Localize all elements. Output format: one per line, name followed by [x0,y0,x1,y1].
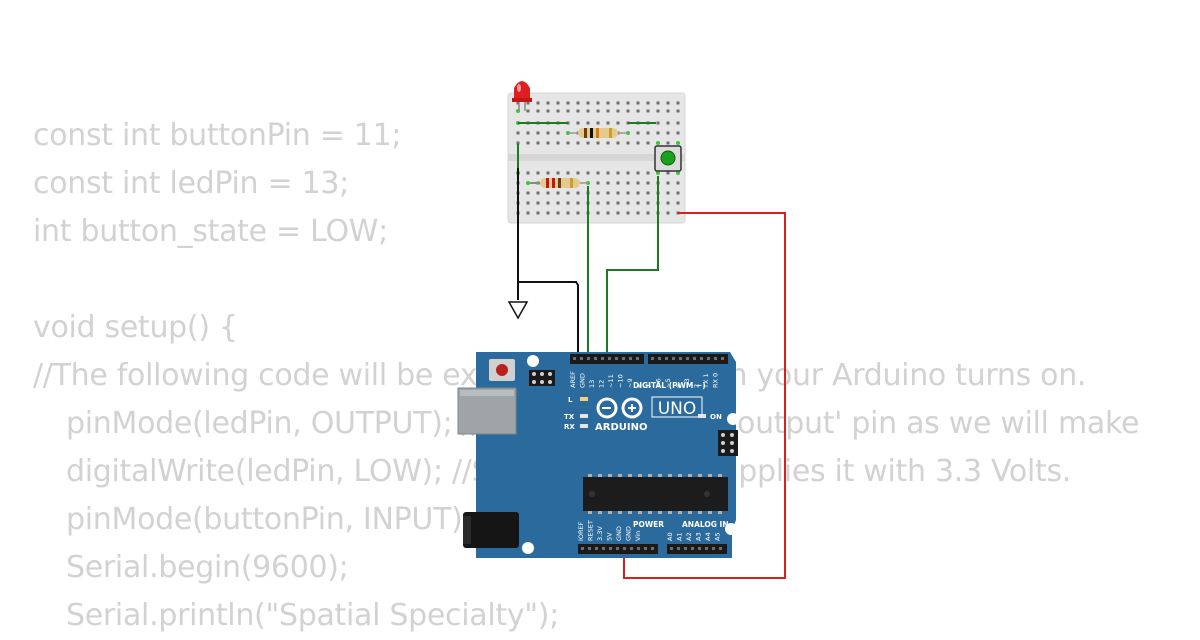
bottom-pin-label: IOREF [577,521,585,541]
rx-label: RX [564,423,575,431]
bottom-pin-label: GND [625,526,633,541]
code-line: const int buttonPin = 11; [33,118,402,153]
top-pin-label: 8 [636,384,644,388]
power-label: POWER [633,520,664,529]
analog-header [667,544,727,554]
top-pin-label: TX 1 [702,373,710,389]
digital-label: DIGITAL (PWM ~) [633,381,706,390]
power-jack [463,512,519,548]
top-pin-label: 13 [588,380,596,388]
code-line: int button_state = LOW; [33,214,388,249]
top-pin-label: ~5 [664,378,672,388]
top-pin-label: 2 [693,384,701,388]
uno-label: UNO [658,399,697,419]
top-pin-label: ~3 [683,378,691,388]
top-pin-label: 7 [645,384,653,388]
bottom-pin-label: 3.3V [596,526,604,541]
reset-button[interactable] [489,359,515,381]
top-pin-label: ~6 [655,378,663,388]
bottom-pin-label: A0 [666,532,674,541]
bottom-pin-label: 5V [606,532,614,541]
bottom-pin-label: A5 [714,532,722,541]
breadboard [507,92,686,224]
top-pin-label: RX 0 [712,373,720,388]
push-button[interactable] [654,145,682,172]
analog-label: ANALOG IN [682,520,729,529]
arduino-brand: ARDUINO [595,422,647,433]
top-pin-label: ~10 [617,374,625,388]
top-pin-label: 4 [674,384,682,388]
atmega-chip [583,474,728,514]
resistor-2[interactable] [530,178,588,188]
top-pin-label: GND [579,373,587,388]
digital-header-left [570,354,644,364]
top-pin-label: ~9 [626,378,634,388]
arduino-logo-icon [596,397,643,419]
bottom-pin-label: A2 [685,532,693,541]
bottom-pin-label: Vin [634,531,642,541]
top-pin-label: ~11 [607,374,615,388]
bottom-pin-label: A1 [676,532,684,541]
code-line: Serial.begin(9600); [66,550,349,585]
code-line: const int ledPin = 13; [33,166,349,201]
bottom-pin-label: A4 [704,532,712,541]
code-line: void setup() { [33,310,238,345]
top-pin-label: AREF [569,371,577,388]
l-led-label: L [568,396,573,404]
wire-black-ground[interactable] [517,168,579,360]
code-line: pinMode(buttonPin, INPUT); [66,502,473,537]
bottom-pin-label: A3 [695,532,703,541]
led-red[interactable] [512,81,532,111]
code-line: Serial.println("Spatial Specialty"); [66,598,560,633]
wire-green-pin11[interactable] [606,176,659,360]
on-label: ON [710,413,722,421]
ground-symbol [507,301,529,320]
tx-label: TX [564,413,575,421]
top-pin-label: 12 [598,380,606,388]
bottom-pin-label: GND [615,526,623,541]
bottom-pin-label: RESET [587,520,595,541]
resistor-1[interactable] [568,128,628,138]
wire-red-5v[interactable] [623,212,786,579]
